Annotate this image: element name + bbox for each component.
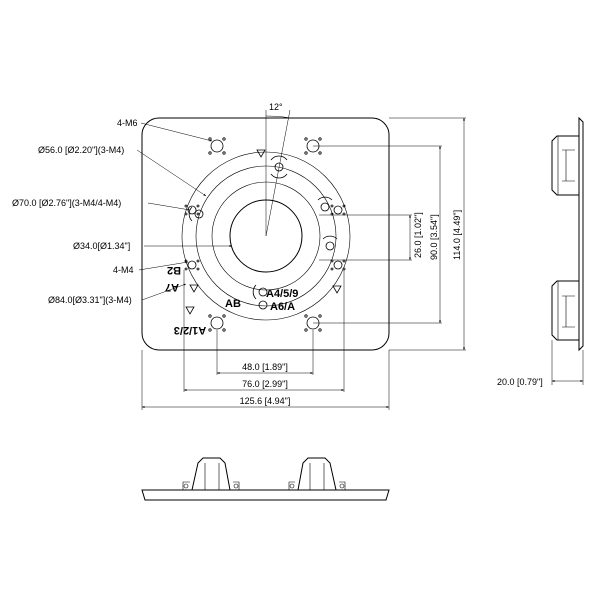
m4-hole: [330, 259, 346, 271]
m4-hole: [258, 300, 268, 310]
callout-d70: Ø70.0 [Ø2.76"](3-M4/4-M4): [12, 198, 121, 208]
m6-hole: [208, 137, 226, 155]
label-a7: A7: [165, 281, 179, 293]
callout-d84: Ø84.0[Ø3.31"](3-M4): [48, 295, 132, 305]
callout-d34: Ø34.0[Ø1.34"]: [73, 241, 130, 251]
m4-hole: [188, 206, 204, 222]
callout-m4: 4-M4: [113, 265, 134, 275]
dim-26: 26.0 [1.02"]: [413, 212, 423, 258]
m4-hole: [317, 196, 333, 212]
label-a6a: A6/A: [270, 301, 295, 313]
triangle-marker: [185, 149, 342, 315]
label-a123: A1/2/3: [174, 324, 206, 336]
side-view-bottom: [141, 457, 390, 501]
callout-d56: Ø56.0 [Ø2.20"](3-M4): [38, 145, 124, 155]
callout-m6: 4-M6: [117, 118, 138, 128]
m4-hole: [270, 155, 288, 179]
angle-arc: [265, 115, 292, 119]
label-b2: B2: [167, 264, 181, 276]
m4-hole: [252, 284, 268, 300]
plate-outline: [141, 117, 390, 351]
angle-line: [265, 109, 291, 237]
m4-hole: [330, 204, 346, 216]
dim-114: 114.0 [4.49"]: [452, 210, 462, 260]
top-view: B2 A7 A1/2/3 AB A4/5/9 A6/A 12° 4-M6 Ø56…: [12, 102, 466, 410]
dim-90: 90.0 [3.54"]: [429, 214, 439, 260]
m6-hole: [208, 314, 226, 332]
dim-76: 76.0 [2.99"]: [242, 379, 288, 389]
label-ab: AB: [225, 298, 241, 310]
dim-125: 125.6 [4.94"]: [240, 396, 291, 406]
angle-label: 12°: [269, 102, 283, 112]
label-a459: A4/5/9: [266, 288, 298, 300]
dim-48: 48.0 [1.89"]: [242, 362, 288, 372]
m4-hole: [184, 204, 200, 216]
dim-thickness: 20.0 [0.79"]: [497, 377, 543, 387]
side-view-right: 20.0 [0.79"]: [497, 116, 584, 387]
m4-hole: [322, 235, 338, 251]
